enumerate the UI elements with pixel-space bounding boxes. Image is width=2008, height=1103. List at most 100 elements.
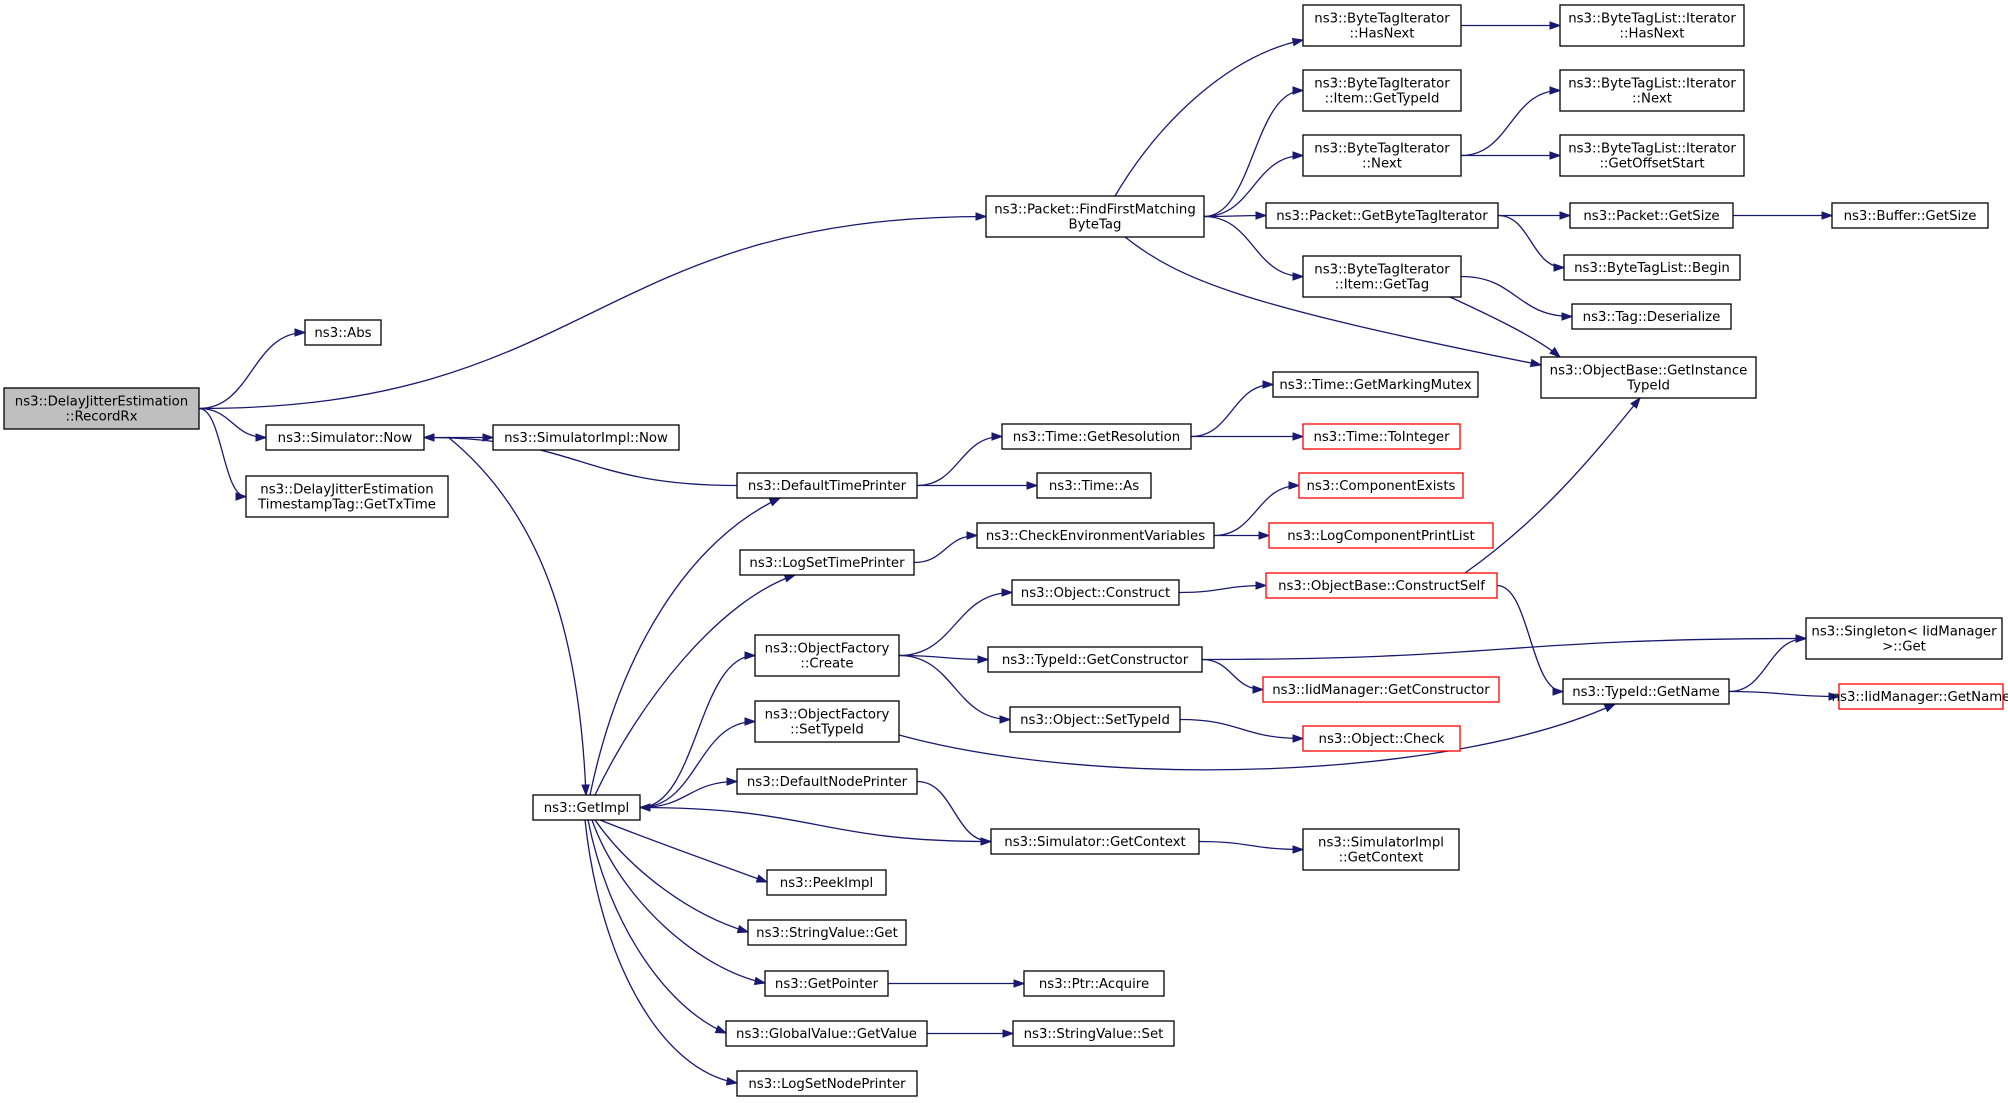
arrowhead-icon <box>255 433 268 442</box>
edge-getbytetagiter-to-packet-getsize <box>1498 211 1572 220</box>
node-label: ns3::GetPointer <box>775 977 879 992</box>
node-label: ns3::SimulatorImpl::Now <box>504 431 668 446</box>
node-label: ns3::ByteTagIterator <box>1314 77 1450 92</box>
node-btli-hasnext[interactable]: ns3::ByteTagList::Iterator::HasNext <box>1559 4 1745 47</box>
node-box <box>1838 683 2004 710</box>
node-box <box>1563 254 1741 281</box>
node-label: ns3::LogSetTimePrinter <box>749 556 905 571</box>
node-tag-deserialize[interactable]: ns3::Tag::Deserialize <box>1571 303 1732 330</box>
edge-line <box>1203 215 1304 278</box>
node-defaultnodeprinter[interactable]: ns3::DefaultNodePrinter <box>736 768 918 795</box>
edge-findbytetag-to-bti-hasnext <box>1114 37 1305 197</box>
node-ptr-acquire[interactable]: ns3::Ptr::Acquire <box>1023 970 1165 997</box>
arrowhead-icon <box>744 717 757 726</box>
node-obj-settypeid[interactable]: ns3::Object::SetTypeId <box>1009 706 1181 733</box>
edge-line <box>1728 637 1807 693</box>
edge-line <box>589 497 781 796</box>
edge-ob-constructself-to-ob-getinstance <box>1464 396 1641 574</box>
node-logsettimeprinter[interactable]: ns3::LogSetTimePrinter <box>739 549 915 576</box>
node-iid-getctor[interactable]: ns3::IidManager::GetConstructor <box>1262 676 1500 703</box>
node-componentexists[interactable]: ns3::ComponentExists <box>1298 472 1464 499</box>
edge-getimpl-to-of-create <box>639 651 757 809</box>
node-getimpl[interactable]: ns3::GetImpl <box>532 794 641 821</box>
node-bti-hasnext[interactable]: ns3::ByteTagIterator::HasNext <box>1302 4 1462 47</box>
edge-line <box>423 436 738 487</box>
node-simimpl-now[interactable]: ns3::SimulatorImpl::Now <box>492 424 680 451</box>
node-box <box>1559 69 1745 112</box>
node-box <box>736 1070 918 1097</box>
node-label: ::SetTypeId <box>790 723 864 738</box>
node-stringvalue-get[interactable]: ns3::StringValue::Get <box>747 919 907 946</box>
node-obj-construct[interactable]: ns3::Object::Construct <box>1011 579 1180 606</box>
node-sim-getcontext[interactable]: ns3::Simulator::GetContext <box>990 828 1200 855</box>
node-label: ns3::ObjectBase::GetInstance <box>1550 364 1748 379</box>
node-gv-getvalue[interactable]: ns3::GlobalValue::GetValue <box>725 1020 928 1047</box>
arrowhead-icon <box>726 777 739 786</box>
node-obj-check[interactable]: ns3::Object::Check <box>1302 725 1461 752</box>
node-logcompprint[interactable]: ns3::LogComponentPrintList <box>1268 522 1494 549</box>
node-label: ns3::Simulator::Now <box>278 431 413 446</box>
node-bti-gettag[interactable]: ns3::ByteTagIterator::Item::GetTag <box>1302 255 1462 298</box>
node-btli-getoffset[interactable]: ns3::ByteTagList::Iterator::GetOffsetSta… <box>1559 134 1745 177</box>
node-time-as[interactable]: ns3::Time::As <box>1036 472 1152 499</box>
node-label: ns3::Ptr::Acquire <box>1039 977 1149 992</box>
node-defaulttimeprinter[interactable]: ns3::DefaultTimePrinter <box>736 472 918 499</box>
node-label: ns3::DefaultTimePrinter <box>748 479 907 494</box>
node-peekimpl[interactable]: ns3::PeekImpl <box>766 869 887 896</box>
node-checkenv[interactable]: ns3::CheckEnvironmentVariables <box>976 522 1215 549</box>
node-label: ns3::ByteTagIterator <box>1314 263 1450 278</box>
edge-obj-settypeid-to-obj-check <box>1179 718 1305 743</box>
node-getpointer[interactable]: ns3::GetPointer <box>764 970 889 997</box>
node-singleton-get[interactable]: ns3::Singleton< IidManager>::Get <box>1805 617 2003 660</box>
node-getbytetagiter[interactable]: ns3::Packet::GetByteTagIterator <box>1265 202 1499 229</box>
node-label: ns3::Object::SetTypeId <box>1020 713 1170 728</box>
edge-line <box>916 435 1003 487</box>
node-packet-getsize[interactable]: ns3::Packet::GetSize <box>1569 202 1734 229</box>
node-typeid-getctor[interactable]: ns3::TypeId::GetConstructor <box>987 646 1203 673</box>
arrowhead-icon <box>1549 86 1562 95</box>
arrowhead-icon <box>1262 380 1275 389</box>
node-box <box>1831 202 1989 229</box>
node-btl-begin[interactable]: ns3::ByteTagList::Begin <box>1563 254 1741 281</box>
edge-getbytetagiter-to-btl-begin <box>1497 214 1566 272</box>
node-of-settypeid[interactable]: ns3::ObjectFactory::SetTypeId <box>754 700 900 743</box>
node-box <box>736 768 918 795</box>
node-typeid-getname[interactable]: ns3::TypeId::GetName <box>1562 678 1730 705</box>
node-root[interactable]: ns3::DelayJitterEstimation::RecordRx <box>3 387 200 430</box>
edge-line <box>1201 637 1807 661</box>
node-box <box>754 700 900 743</box>
edge-findbytetag-to-ob-getinstance <box>1124 236 1543 368</box>
node-of-create[interactable]: ns3::ObjectFactory::Create <box>754 634 900 677</box>
node-gettxtime[interactable]: ns3::DelayJitterEstimationTimestampTag::… <box>245 475 449 518</box>
node-abs[interactable]: ns3::Abs <box>304 319 382 346</box>
node-btli-next[interactable]: ns3::ByteTagList::Iterator::Next <box>1559 69 1745 112</box>
node-label: ns3::ByteTagIterator <box>1314 12 1450 27</box>
arrowhead-icon <box>975 212 988 221</box>
edge-root-to-findbytetag <box>198 212 988 410</box>
node-stringvalue-set[interactable]: ns3::StringValue::Set <box>1012 1020 1175 1047</box>
edge-line <box>1460 275 1573 318</box>
node-logsetnodeprinter[interactable]: ns3::LogSetNodePrinter <box>736 1070 918 1097</box>
node-simimpl-getcontext[interactable]: ns3::SimulatorImpl::GetContext <box>1302 828 1460 871</box>
node-label: ::Item::GetTag <box>1335 278 1429 293</box>
node-time-tointeger[interactable]: ns3::Time::ToInteger <box>1302 423 1461 450</box>
edge-line <box>198 215 987 410</box>
node-time-markingmutex[interactable]: ns3::Time::GetMarkingMutex <box>1272 371 1479 398</box>
node-label: ns3::IidManager::GetConstructor <box>1272 683 1490 698</box>
node-now[interactable]: ns3::Simulator::Now <box>265 424 425 451</box>
edge-line <box>1203 154 1304 218</box>
node-ob-constructself[interactable]: ns3::ObjectBase::ConstructSelf <box>1265 572 1498 599</box>
node-bti-next[interactable]: ns3::ByteTagIterator::Next <box>1302 134 1462 177</box>
edge-bti-gettag-to-tag-deserialize <box>1460 275 1574 321</box>
arrowhead-icon <box>753 976 767 986</box>
node-time-getres[interactable]: ns3::Time::GetResolution <box>1001 423 1192 450</box>
node-label: ByteTag <box>1069 218 1122 233</box>
node-label: ::Next <box>1632 92 1672 107</box>
node-iid-getname[interactable]: ns3::IidManager::GetName <box>1832 683 2008 710</box>
node-label: ns3::Time::As <box>1049 479 1139 494</box>
node-bti-gettypeid[interactable]: ns3::ByteTagIterator::Item::GetTypeId <box>1302 69 1462 112</box>
edge-getimpl-to-of-settypeid <box>639 717 757 809</box>
node-buffer-getsize[interactable]: ns3::Buffer::GetSize <box>1831 202 1989 229</box>
